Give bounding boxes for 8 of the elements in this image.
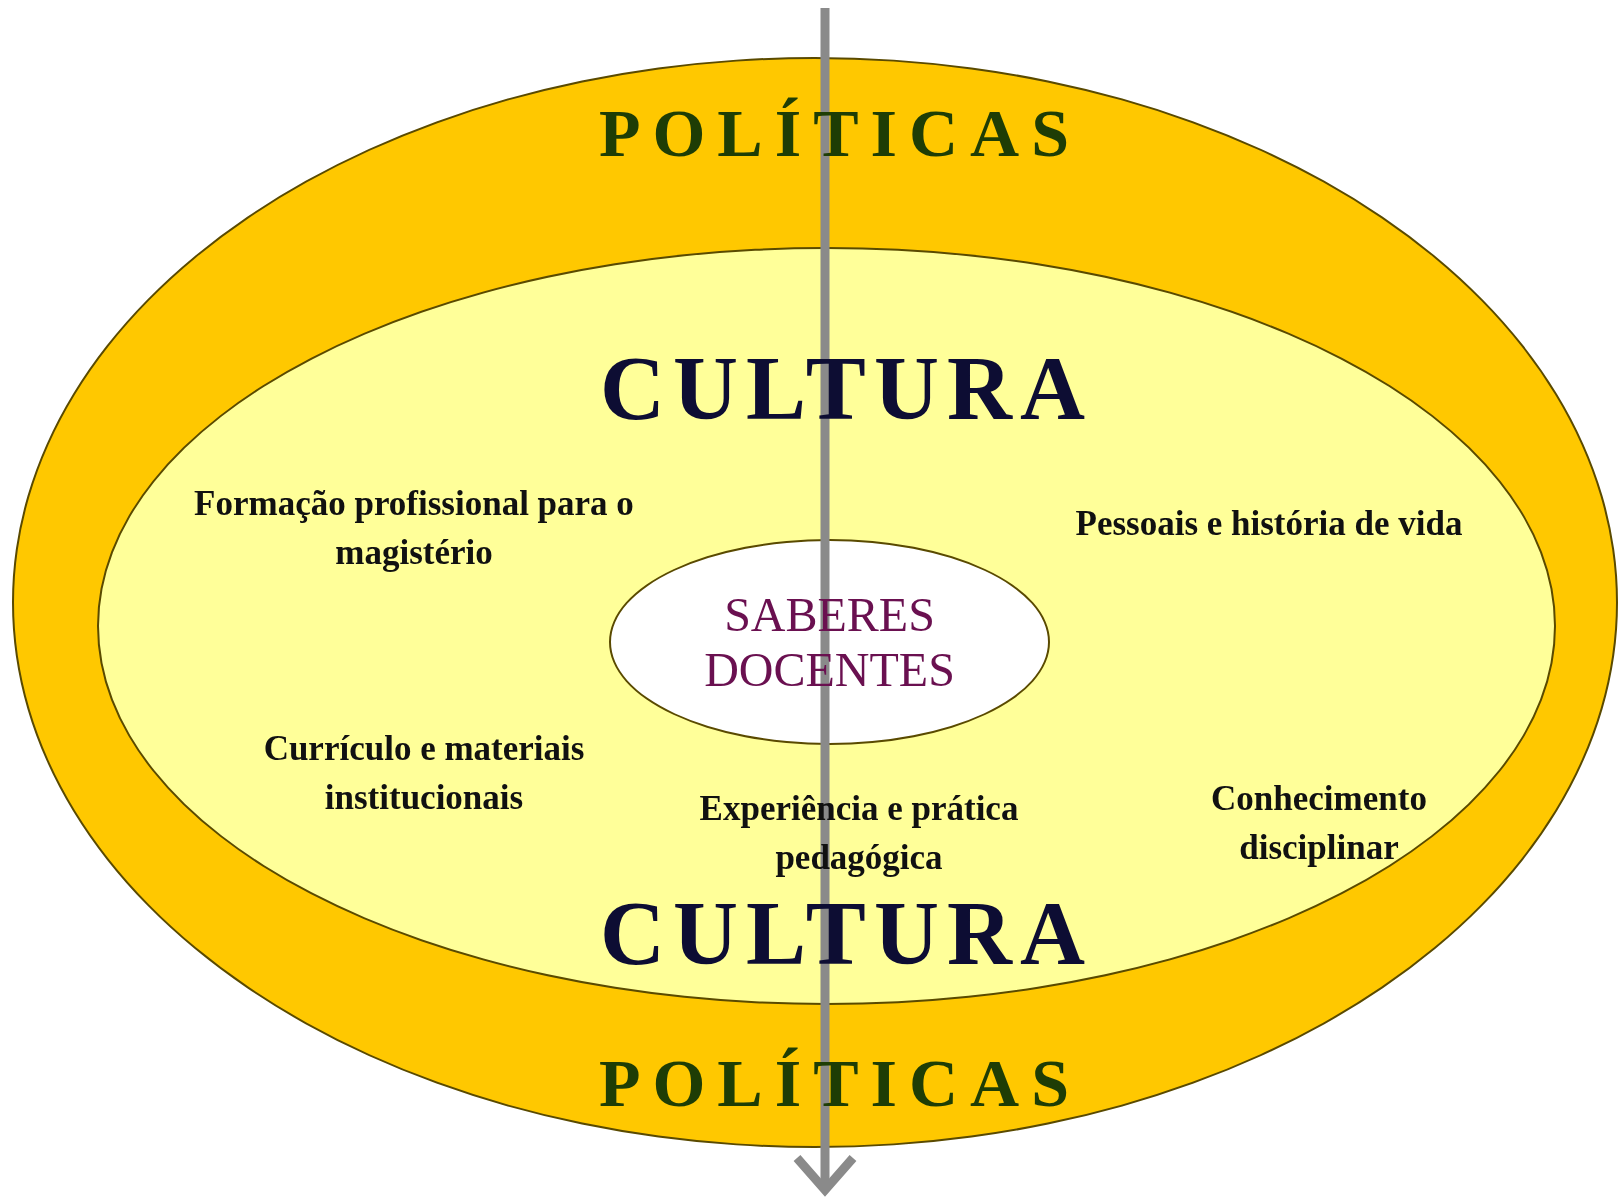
center-text: SABERES DOCENTES [703,586,956,698]
ring-title: CULTURA [599,344,1094,434]
category-text: Pessoais e história de vida [1074,503,1464,545]
category-text: Currículo e materiais institucionais [262,728,586,819]
category-text: Formação profissional para o magistério [193,483,635,574]
category-text: Experiência e prática pedagógica [698,788,1020,879]
ring-title: CULTURA [599,889,1094,979]
category-text: Conhecimento disciplinar [1210,778,1428,869]
